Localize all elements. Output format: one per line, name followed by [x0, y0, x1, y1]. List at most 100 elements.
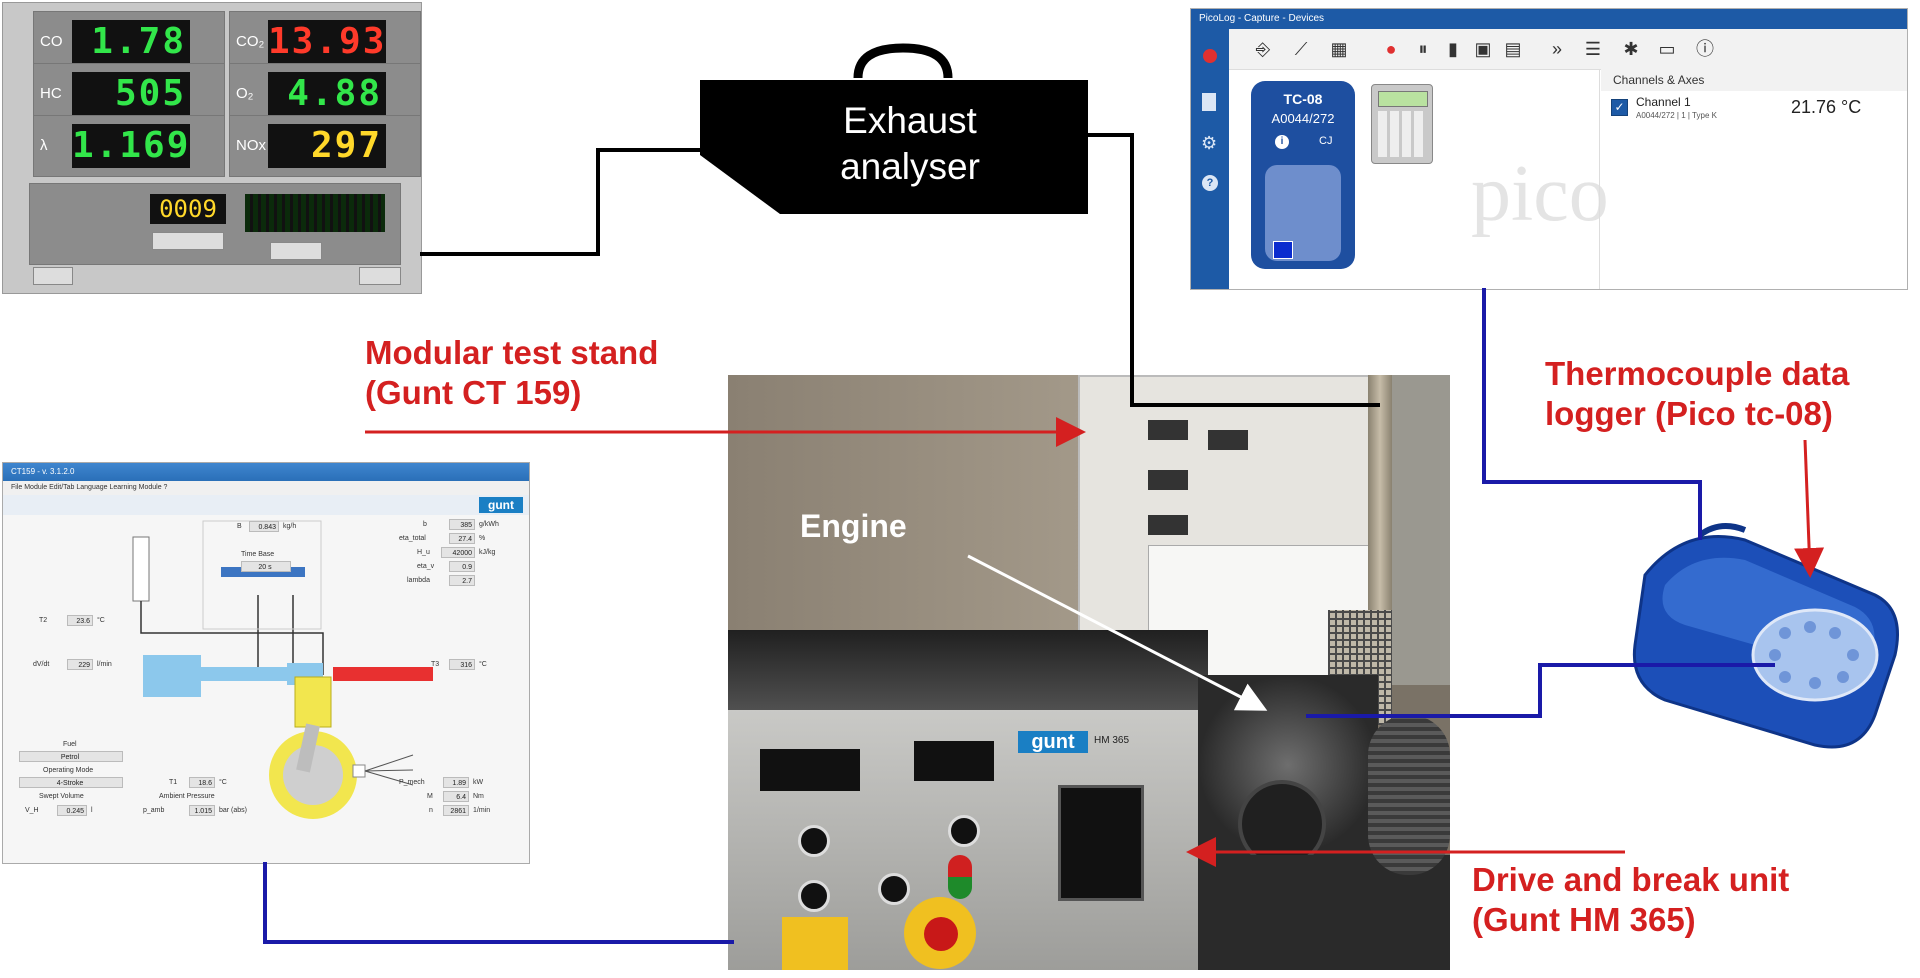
t3-value: 316 [449, 659, 475, 670]
gas-cell-nox: NOx 297 [229, 115, 421, 177]
engine-software-menu[interactable]: File Module Edit/Tab Language Learning M… [3, 481, 529, 495]
modular-stand-label: Modular test stand (Gunt CT 159) [365, 333, 658, 413]
right-row-unit: % [479, 535, 486, 542]
engine-software-toolbar: gunt [3, 495, 529, 516]
right-row-label: b [423, 521, 427, 528]
mode-select[interactable]: 4-Stroke [19, 777, 123, 788]
list-icon[interactable]: ☰ [1584, 39, 1602, 59]
export-icon[interactable]: ▤ [1504, 39, 1522, 59]
calculator-icon[interactable] [1371, 84, 1433, 164]
t1-unit: °C [219, 779, 227, 786]
gas-cell-value: 4.88 [268, 72, 386, 116]
channel-checkbox[interactable]: ✓ [1611, 99, 1628, 116]
gas-cell-unit [390, 116, 420, 176]
more-icon[interactable]: » [1551, 39, 1562, 59]
comment-icon[interactable]: ▭ [1658, 39, 1676, 59]
record-button-icon[interactable]: ● [1385, 39, 1397, 59]
engine-label: Engine [800, 508, 907, 544]
engine-schematic-area: T2 23.6 °C dV/dt 229 l/min T3 316 °C B 0… [3, 515, 529, 863]
b-label: B [237, 523, 242, 530]
logger-label: Thermocouple data logger (Pico tc-08) [1545, 354, 1849, 434]
exhaust-gas-display-panel: CO 1.78 CO₂ 13.93 HC 505 O₂ 4.88 λ 1.169… [2, 2, 422, 294]
record-icon[interactable] [1203, 49, 1217, 63]
bottom-row-unit: kW [473, 779, 484, 786]
pause-icon[interactable]: ⏸ [1418, 39, 1428, 59]
photo-knob [878, 873, 910, 905]
calculator-screen [1378, 91, 1428, 107]
gas-panel-button-right[interactable] [359, 267, 401, 285]
help-icon[interactable]: ? [1202, 175, 1218, 191]
right-row-unit: kJ/kg [479, 549, 496, 556]
tc08-device-name: TC-08 [1283, 91, 1323, 107]
photo-drive-display [760, 749, 860, 791]
bottom-row-unit: Nm [473, 793, 484, 800]
swept-value[interactable]: 0.245 [57, 805, 87, 816]
save-icon[interactable]: ▣ [1474, 39, 1492, 59]
t2-value: 23.6 [67, 615, 93, 626]
channel-name: Channel 1 [1636, 95, 1691, 109]
pico-tc08-device [1632, 523, 1899, 749]
right-row-label: lambda [407, 577, 430, 584]
photo-model-label: HM 365 [1094, 735, 1130, 746]
gas-cell-label: HC [40, 85, 62, 102]
photo-start-stop-buttons [948, 855, 972, 899]
t2-label: T2 [39, 617, 48, 624]
t2-unit: °C [97, 617, 105, 624]
photo-drive-window [1058, 785, 1144, 901]
gas-panel-button-left[interactable] [33, 267, 73, 285]
alarm-icon[interactable]: ✱ [1623, 39, 1639, 59]
swept-unit: l [91, 807, 93, 814]
photo-flex-hose [1368, 715, 1450, 875]
right-row-label: eta_v [417, 563, 435, 570]
picolog-title-bar: PicoLog - Capture - Devices [1191, 9, 1907, 29]
b-unit: kg/h [283, 523, 297, 530]
stop-icon[interactable]: ▮ [1448, 39, 1458, 59]
engine-software-title: CT159 - v. 3.1.2.0 [3, 463, 529, 481]
gas-panel-button[interactable] [270, 242, 322, 260]
photo-emergency-stop [924, 917, 958, 951]
photo-panel-display [1148, 420, 1188, 440]
wire-gas-panel-to-analyser [420, 148, 700, 256]
picolog-window: PicoLog - Capture - Devices ⚙ ? ⎆ ⟋ ▦ ● … [1190, 8, 1908, 290]
gas-cell-value: 1.169 [72, 124, 191, 168]
fuel-select[interactable]: Petrol [19, 751, 123, 762]
gas-cell-label: CO₂ [236, 33, 265, 50]
graph-icon[interactable]: ⟋ [1294, 39, 1308, 59]
tc08-device-card[interactable]: TC-08 A0044/272 i CJ [1251, 81, 1355, 269]
info-icon[interactable]: ⓘ [1696, 39, 1714, 59]
timebase-select[interactable]: 20 s [241, 561, 291, 572]
info-icon[interactable]: i [1275, 135, 1289, 149]
gas-cell-value: 1.78 [72, 20, 190, 64]
photo-stand-top [728, 630, 1208, 710]
usb-icon[interactable]: ⎆ [1255, 39, 1271, 59]
exhaust-analyser-label: Exhaust analyser [700, 98, 1120, 190]
gunt-logo: gunt [479, 497, 523, 513]
cj-label: CJ [1319, 135, 1333, 147]
exhaust-analyser-label-line2: analyser [840, 146, 980, 187]
tc08-channel-selected[interactable] [1273, 241, 1293, 259]
gas-cell-label: λ [40, 137, 48, 154]
bottom-row-label: P_mech [399, 779, 425, 786]
t1-label: T1 [169, 779, 178, 786]
swept-field-label: V_H [25, 807, 39, 814]
photo-gunt-logo: gunt [1018, 731, 1088, 753]
modular-stand-label-line1: Modular test stand [365, 334, 659, 371]
channel-details: A0044/272 | 1 | Type K [1636, 111, 1717, 120]
right-row-label: eta_total [399, 535, 426, 542]
channel-value: 21.76 °C [1791, 97, 1862, 117]
gas-panel-button[interactable] [152, 232, 224, 250]
t1-value: 18.6 [189, 777, 215, 788]
gear-icon[interactable]: ⚙ [1201, 133, 1218, 153]
bottom-row-value: 6.4 [443, 791, 469, 802]
test-stand-photo: gunt HM 365 [728, 375, 1450, 970]
table-icon[interactable]: ▦ [1330, 39, 1348, 59]
document-icon[interactable] [1202, 93, 1216, 111]
photo-knob [948, 815, 980, 847]
ambient-value[interactable]: 1.015 [189, 805, 215, 816]
logger-label-line1: Thermocouple data [1545, 355, 1850, 392]
exhaust-analyser-label-line1: Exhaust [843, 100, 977, 141]
dvdt-unit: l/min [97, 661, 112, 668]
gas-cell-co2: CO₂ 13.93 [229, 11, 421, 73]
channels-axes-header[interactable]: Channels & Axes [1601, 69, 1907, 91]
panel-divider [1599, 69, 1600, 289]
